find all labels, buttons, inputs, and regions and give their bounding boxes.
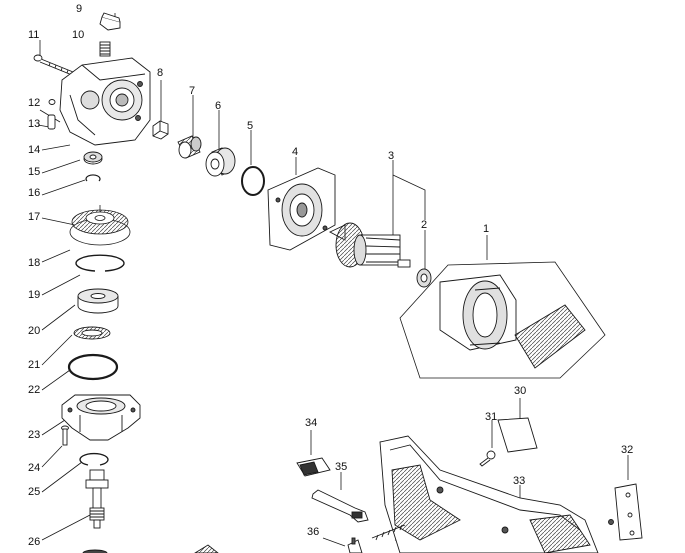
callout-1: 1: [483, 223, 489, 235]
callout-20: 20: [28, 325, 40, 337]
part-34-switch-button[interactable]: [296, 457, 331, 477]
callout-12: 12: [28, 97, 40, 109]
callout-19: 19: [28, 289, 40, 301]
part-36-plunger[interactable]: [347, 537, 363, 553]
part-12-ring[interactable]: [48, 99, 56, 105]
callout-13: 13: [28, 118, 40, 130]
callout-17: 17: [28, 211, 40, 223]
part-16-snap-ring[interactable]: [85, 174, 101, 182]
callout-31: 31: [485, 411, 497, 423]
part-4-baffle-plate[interactable]: [267, 167, 336, 251]
callout-25: 25: [28, 486, 40, 498]
callout-6: 6: [215, 100, 221, 112]
part-17-bevel-gear[interactable]: [69, 205, 131, 246]
callout-36: 36: [307, 526, 319, 538]
callout-32: 32: [621, 444, 633, 456]
callout-11: 11: [28, 29, 39, 41]
part-32-bracket[interactable]: [608, 483, 643, 541]
callout-2: 2: [421, 219, 427, 231]
callout-7: 7: [189, 85, 195, 97]
part-14-gear-housing[interactable]: [59, 57, 151, 146]
part-20-needle-bearing[interactable]: [73, 326, 111, 340]
callout-10: 10: [72, 29, 84, 41]
callout-30: 30: [514, 385, 526, 397]
callout-5: 5: [247, 120, 253, 132]
part-19-ball-bearing[interactable]: [77, 288, 119, 314]
part-21-o-ring[interactable]: [67, 353, 119, 381]
callout-22: 22: [28, 384, 40, 396]
part-18-retaining-ring[interactable]: [75, 254, 125, 272]
part-15-bearing[interactable]: [83, 151, 103, 165]
partial-part-bottom-left: [82, 544, 219, 553]
callout-8: 8: [157, 67, 163, 79]
part-23-screw[interactable]: [61, 425, 69, 446]
part-10-spring[interactable]: [99, 41, 111, 57]
part-2-bearing[interactable]: [416, 268, 432, 288]
callout-23: 23: [28, 429, 40, 441]
part-24-snap-ring[interactable]: [79, 452, 109, 466]
part-33-motor-housing[interactable]: [379, 435, 599, 553]
part-3-armature[interactable]: [328, 222, 411, 268]
callout-18: 18: [28, 257, 40, 269]
part-31-screw[interactable]: [479, 450, 496, 467]
part-6-bearing[interactable]: [205, 147, 236, 177]
part-25-spindle[interactable]: [85, 469, 109, 529]
callout-34: 34: [305, 417, 317, 429]
callout-26: 26: [28, 536, 40, 548]
callout-21: 21: [28, 359, 40, 371]
callout-33: 33: [513, 475, 525, 487]
callout-35: 35: [335, 461, 347, 473]
part-5-o-ring[interactable]: [241, 166, 265, 196]
callout-16: 16: [28, 187, 40, 199]
part-35-slider-rod[interactable]: [311, 489, 369, 523]
callout-15: 15: [28, 166, 40, 178]
part-38-spring[interactable]: [371, 524, 406, 541]
part-13-pin[interactable]: [47, 114, 56, 130]
part-30-cover[interactable]: [497, 417, 538, 453]
callout-3: 3: [388, 150, 394, 162]
callout-24: 24: [28, 462, 40, 474]
callout-9: 9: [76, 3, 82, 15]
callout-14: 14: [28, 144, 40, 156]
part-9-cap[interactable]: [99, 12, 121, 31]
part-22-bearing-box[interactable]: [61, 394, 141, 441]
part-8-nut[interactable]: [152, 120, 169, 140]
part-1-field-assembly[interactable]: [399, 261, 606, 379]
part-7-pinion[interactable]: [177, 135, 202, 159]
callout-4: 4: [292, 146, 298, 158]
